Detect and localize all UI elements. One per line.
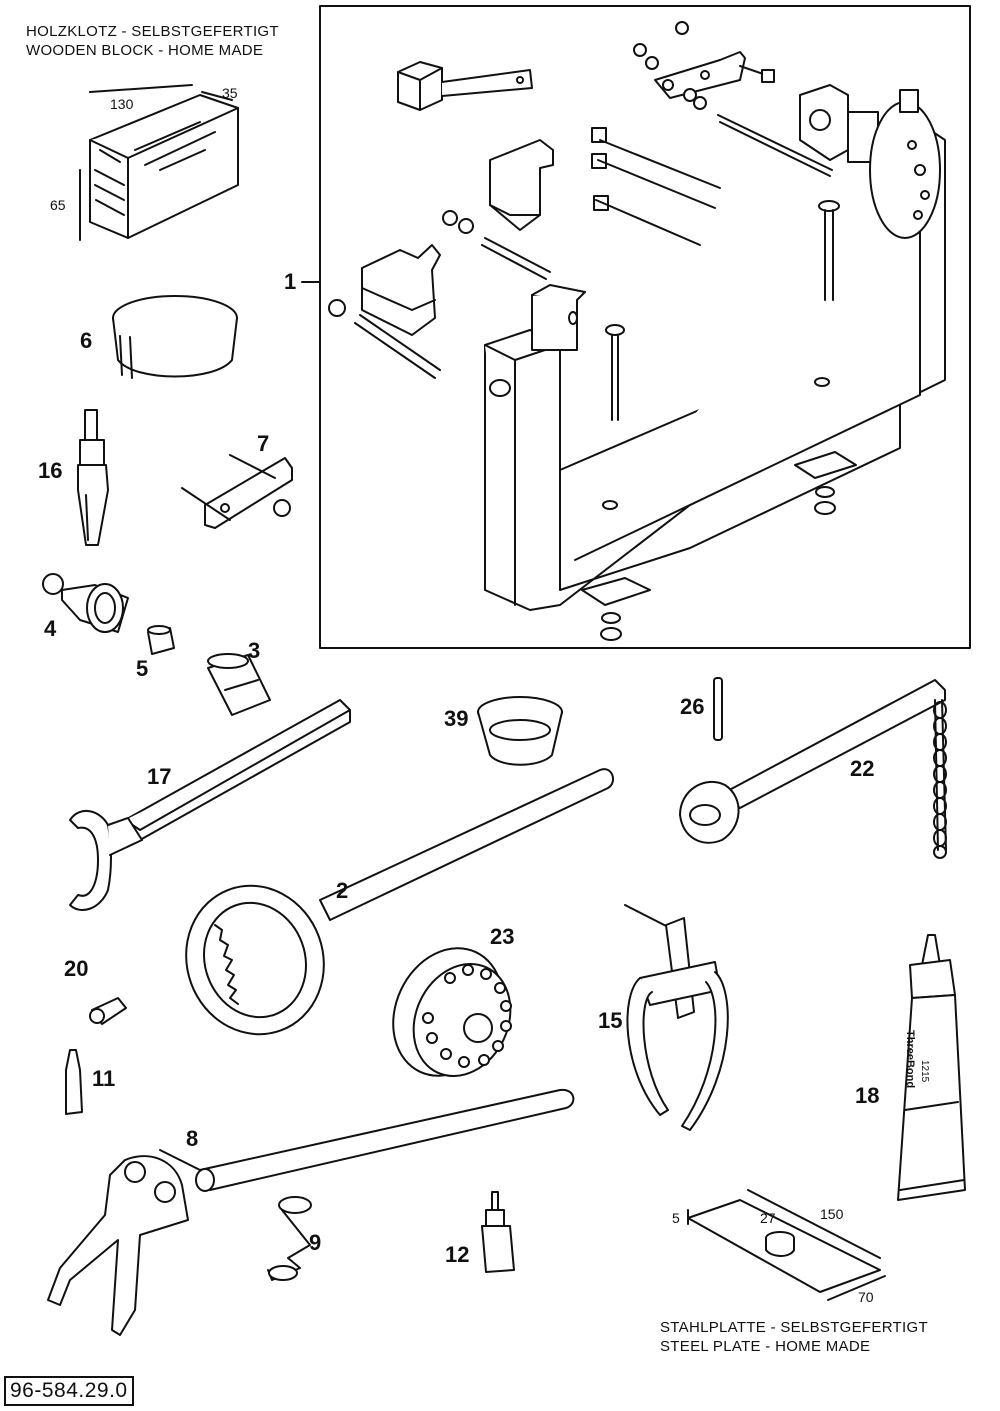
steel-plate-note-de: STAHLPLATTE - SELBSTGEFERTIGT (660, 1319, 928, 1336)
tube-18 (897, 934, 966, 1201)
callout-11: 11 (92, 1066, 116, 1091)
callout-22: 22 (850, 756, 875, 781)
callout-5: 5 (136, 656, 149, 681)
screw-20 (89, 997, 127, 1025)
callout-16: 16 (38, 458, 63, 483)
holder-2 (185, 768, 615, 1036)
callout-7: 7 (257, 431, 270, 456)
dim-block-length: 130 (110, 96, 134, 112)
engine-stand-frame-box (319, 5, 971, 649)
callout-4: 4 (44, 616, 57, 641)
callout-1: 1 (284, 269, 297, 294)
tool-4 (42, 573, 129, 633)
wooden-block-note-de: HOLZKLOTZ - SELBSTGEFERTIGT (26, 23, 279, 40)
holder-17 (69, 699, 351, 911)
document-number: 96-584.29.0 (4, 1376, 134, 1406)
sleeve-3 (207, 653, 271, 716)
callout-8: 8 (186, 1126, 199, 1151)
dim-plate-hole: 27 (760, 1210, 776, 1226)
callout-6: 6 (80, 328, 93, 353)
puller-16 (77, 409, 109, 546)
cup-39 (477, 696, 563, 766)
callout-12: 12 (445, 1242, 470, 1267)
chain (933, 701, 947, 859)
chain-tool-22 (679, 679, 947, 851)
callout-20: 20 (64, 956, 89, 981)
callout-9: 9 (309, 1230, 322, 1255)
lever-8 (47, 1088, 575, 1336)
steel-plate (687, 1189, 886, 1301)
dim-block-height: 65 (50, 197, 66, 213)
ring-tool (112, 295, 238, 379)
stand-brackets (361, 21, 775, 336)
tube-brand-label: ThreeBond (904, 1030, 916, 1089)
stand-feet (581, 451, 857, 641)
tube-code-label: 1215 (919, 1060, 930, 1083)
stand-bolts (328, 114, 840, 421)
pin-26 (713, 677, 723, 741)
callout-2: 2 (336, 878, 349, 903)
callout-17: 17 (147, 764, 172, 789)
callout-18: 18 (855, 1083, 880, 1108)
callout-3: 3 (248, 638, 261, 663)
engine-stand-mount-plate (799, 84, 941, 239)
callout-15: 15 (598, 1008, 623, 1033)
puller-wheel-23 (392, 947, 512, 1078)
wooden-block-note-en: WOODEN BLOCK - HOME MADE (26, 42, 264, 59)
bottle-11 (65, 1049, 83, 1115)
bottle-12 (481, 1191, 515, 1273)
steel-plate-note-en: STEEL PLATE - HOME MADE (660, 1338, 871, 1355)
wooden-block (79, 84, 239, 241)
callout-26: 26 (680, 694, 705, 719)
sleeve-5 (147, 625, 175, 655)
dim-plate-thickness: 5 (672, 1210, 680, 1226)
puller-15 (624, 904, 729, 1131)
dim-plate-width: 70 (858, 1289, 874, 1305)
dim-plate-length: 150 (820, 1206, 844, 1222)
dim-block-depth: 35 (222, 85, 238, 101)
callout-39: 39 (444, 706, 469, 731)
tool-9 (267, 1196, 312, 1281)
tool-7 (181, 454, 293, 529)
callout-23: 23 (490, 924, 515, 949)
